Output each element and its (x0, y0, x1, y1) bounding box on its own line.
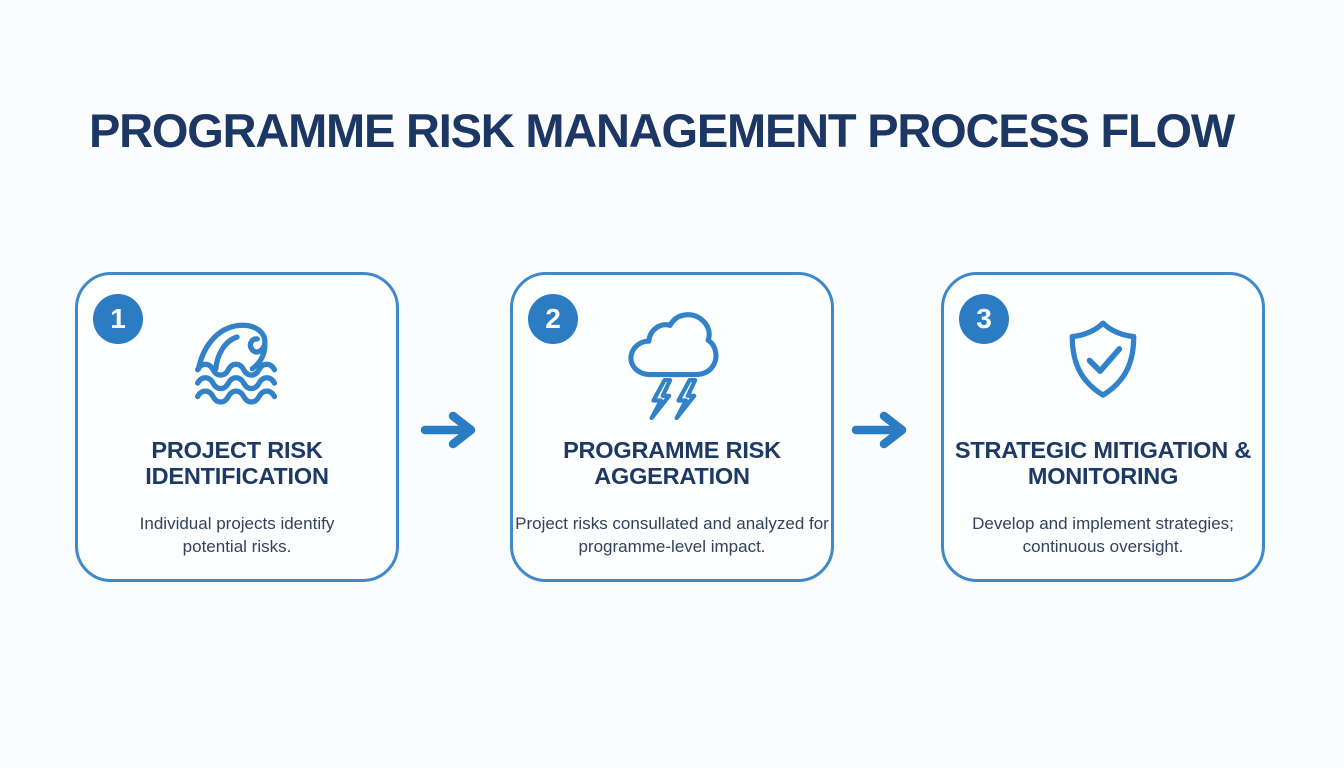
storm-cloud-icon (513, 303, 831, 421)
step-card-2: 2 PROGRAMME RISK AGGERATION Project risk… (510, 272, 834, 582)
step-description: Project risks consullated and analyzed f… (515, 514, 829, 557)
wave-icon (78, 303, 396, 421)
shield-check-icon (944, 303, 1262, 421)
step-number-badge: 1 (93, 294, 143, 344)
step-card-1: 1 PROJECT RISK IDENTIFICATION Individual… (75, 272, 399, 582)
step-description: Develop and implement strategies; contin… (972, 514, 1234, 557)
page-title: PROGRAMME RISK MANAGEMENT PROCESS FLOW (89, 104, 1235, 157)
step-card-3: 3 STRATEGIC MITIGATION & MONITORING Deve… (941, 272, 1265, 582)
step-description: Individual projects identify potential r… (139, 514, 335, 557)
step-title: PROGRAMME RISK AGGERATION (563, 437, 781, 490)
step-number-badge: 2 (528, 294, 578, 344)
step-title: STRATEGIC MITIGATION & MONITORING (954, 437, 1252, 490)
arrow-right-icon (851, 411, 907, 449)
step-number-badge: 3 (959, 294, 1009, 344)
step-title: PROJECT RISK IDENTIFICATION (145, 437, 329, 490)
arrow-right-icon (420, 411, 476, 449)
